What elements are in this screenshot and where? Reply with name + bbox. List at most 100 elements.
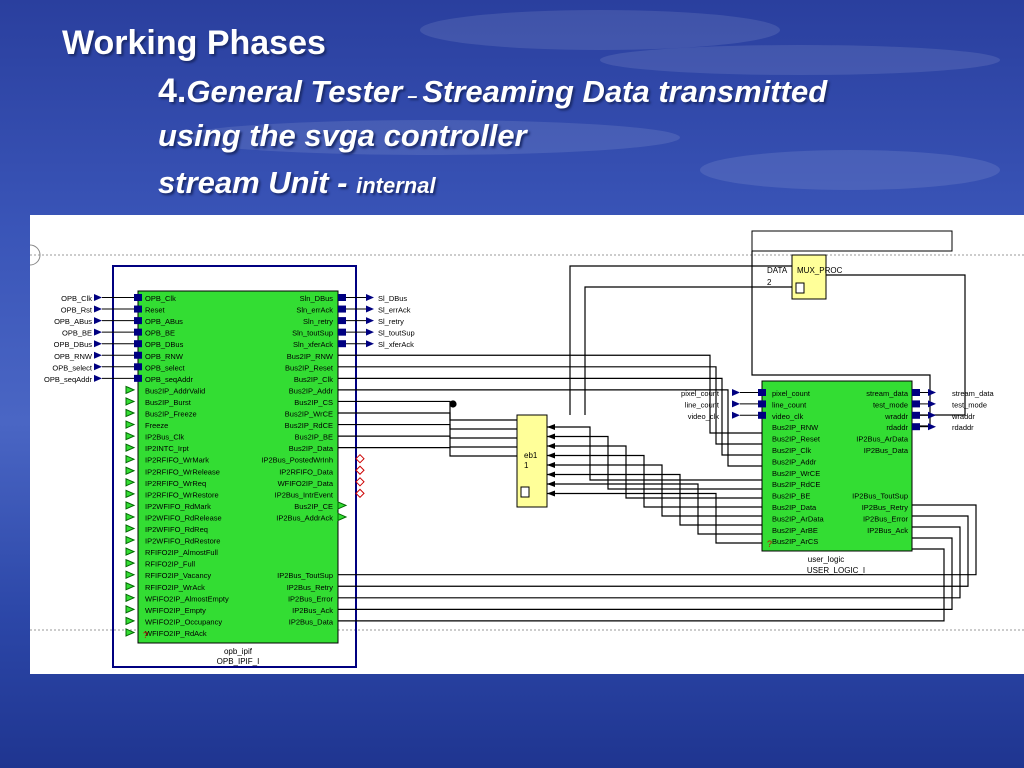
ipif-pin-label: Bus2IP_Clk (294, 375, 333, 384)
pin-output-square (912, 423, 920, 431)
line3-small: internal (356, 173, 436, 198)
user-logic-pin-label: Bus2IP_Reset (772, 435, 821, 444)
wire-arrow (547, 424, 555, 430)
pin-green-triangle (125, 581, 136, 591)
ipif-pin-label: IP2WFIFO_RdReq (145, 525, 208, 534)
ipif-left-pins: OPB_ClkResetOPB_ABusOPB_BEOPB_DBusOPB_RN… (125, 294, 229, 638)
pin-green-triangle (125, 616, 136, 626)
ipif-pin-label: RFIFO2IP_Full (145, 560, 195, 569)
ipif-instance-label: opb_ipif (224, 647, 253, 656)
pin-red-diamond (355, 453, 365, 464)
user-logic-type-label: USER_LOGIC_I (807, 566, 865, 575)
pin-input-square (134, 317, 142, 325)
ipif-pin-label: Sln_xferAck (293, 340, 333, 349)
junction-dot (449, 400, 457, 408)
ipif-pin-label: OPB_seqAddr (145, 375, 193, 384)
wire (338, 354, 762, 434)
port-arrow (94, 305, 102, 313)
mux-label: MUX_PROC (797, 266, 843, 275)
ipif-pin-label: WFIFO2IP_Occupancy (145, 617, 222, 626)
user-logic-pin-label: test_mode (873, 400, 908, 409)
wire (547, 426, 762, 481)
ipif-pin-label: Sln_retry (303, 317, 333, 326)
ipif-pin-label: IP2Bus_Data (289, 617, 334, 626)
slide-header: Working Phases 4.General Tester – Stream… (0, 0, 1024, 215)
ipif-pin-label: IP2WFIFO_RdRestore (145, 537, 220, 546)
ipif-pin-label: Bus2IP_Reset (285, 363, 334, 372)
pin-output-square (338, 340, 346, 348)
pin-input-square (134, 305, 142, 313)
wire (338, 389, 762, 467)
pin-green-triangle (125, 512, 136, 522)
ipif-pin-label: WFIFO2IP_AlmostEmpty (145, 594, 229, 603)
subtitle-part1: General Tester (186, 74, 403, 109)
ipif-pin-label: IP2Bus_AddrAck (276, 513, 333, 522)
pin-green-triangle (125, 628, 136, 637)
ipif-pin-label: Bus2IP_CS (294, 398, 333, 407)
wire (338, 377, 762, 456)
port-arrow (732, 389, 740, 396)
wire-arrow (547, 481, 555, 487)
pin-output-square (338, 328, 346, 336)
ipif-pin-label: IP2INTC_Irpt (145, 444, 190, 453)
wire (338, 537, 953, 610)
ipif-pin-label: IP2RFIFO_WrMark (145, 456, 209, 465)
slave-port-label: Sl_retry (378, 317, 404, 326)
ipif-pin-label: OPB_BE (145, 329, 175, 338)
ipif-pin-label: Sln_errAck (296, 306, 333, 315)
opb-port-label: OPB_RNW (54, 352, 93, 361)
slave-output-ports: Sl_DBusSl_errAckSl_retrySl_toutSupSl_xfe… (346, 294, 415, 349)
user-logic-pin-label: IP2Bus_ArData (856, 435, 909, 444)
user-logic-output-label: wraddr (951, 412, 975, 421)
pin-green-triangle (125, 593, 136, 603)
ipif-pin-label: Sln_DBus (300, 294, 334, 303)
eb1-doc-icon (520, 486, 530, 498)
mux-feedback-loop (751, 230, 953, 252)
subtitle-number: 4. (158, 72, 187, 110)
slide-subtitle: 4.General Tester – Streaming Data transm… (158, 72, 827, 111)
user-logic-pin-label: line_count (772, 400, 807, 409)
pin-green-triangle (125, 443, 136, 452)
opb-port-label: OPB_seqAddr (44, 375, 92, 384)
port-arrow (732, 411, 740, 419)
pin-output-square (912, 400, 920, 408)
port-arrow (366, 305, 374, 313)
user-logic-pin-label: Bus2IP_ArCS (772, 537, 818, 546)
pin-red-diamond (355, 465, 365, 475)
port-arrow (366, 328, 374, 336)
opb-port-label: OPB_select (52, 363, 93, 372)
port-arrow (94, 374, 102, 382)
wire (547, 492, 762, 544)
pin-red-diamond (355, 477, 365, 487)
wire (338, 366, 762, 445)
ipif-pin-label: Sln_toutSup (292, 329, 333, 338)
user-logic-instance-label: user_logic (808, 555, 844, 564)
user-logic-left-pins: pixel_countline_countvideo_clkBus2IP_RNW… (758, 389, 825, 546)
wire (338, 423, 517, 439)
user-logic-pin-label: IP2Bus_Error (863, 514, 909, 523)
pin-green-triangle (337, 501, 348, 510)
ipif-pin-label: IP2Bus_PostedWrInh (261, 456, 333, 465)
ipif-pin-label: RFIFO2IP_WrAck (145, 583, 205, 592)
ipif-pin-label: OPB_Clk (145, 294, 176, 303)
signal-wires (338, 251, 977, 622)
user-logic-pin-label: wraddr (884, 412, 908, 421)
user-logic-pin-label: IP2Bus_Ack (867, 526, 908, 535)
user-logic-pin-label: Bus2IP_RdCE (772, 480, 820, 489)
port-arrow (366, 294, 374, 301)
user-logic-pin-label: Bus2IP_Clk (772, 446, 811, 455)
pin-output-square (338, 317, 346, 325)
pin-output-square (912, 389, 920, 396)
ipif-pin-label: Bus2IP_AddrValid (145, 386, 205, 395)
pin-input-square (134, 328, 142, 336)
user-logic-pin-label: Bus2IP_ArBE (772, 526, 818, 535)
user-logic-output-label: test_mode (952, 400, 987, 409)
slide-title: Working Phases (62, 24, 326, 62)
line3-dash: - (328, 165, 357, 200)
ipif-pin-label: IP2WFIFO_RdRelease (145, 513, 222, 522)
pin-input-square (134, 294, 142, 301)
slave-port-label: Sl_toutSup (378, 329, 415, 338)
wire (338, 400, 517, 421)
